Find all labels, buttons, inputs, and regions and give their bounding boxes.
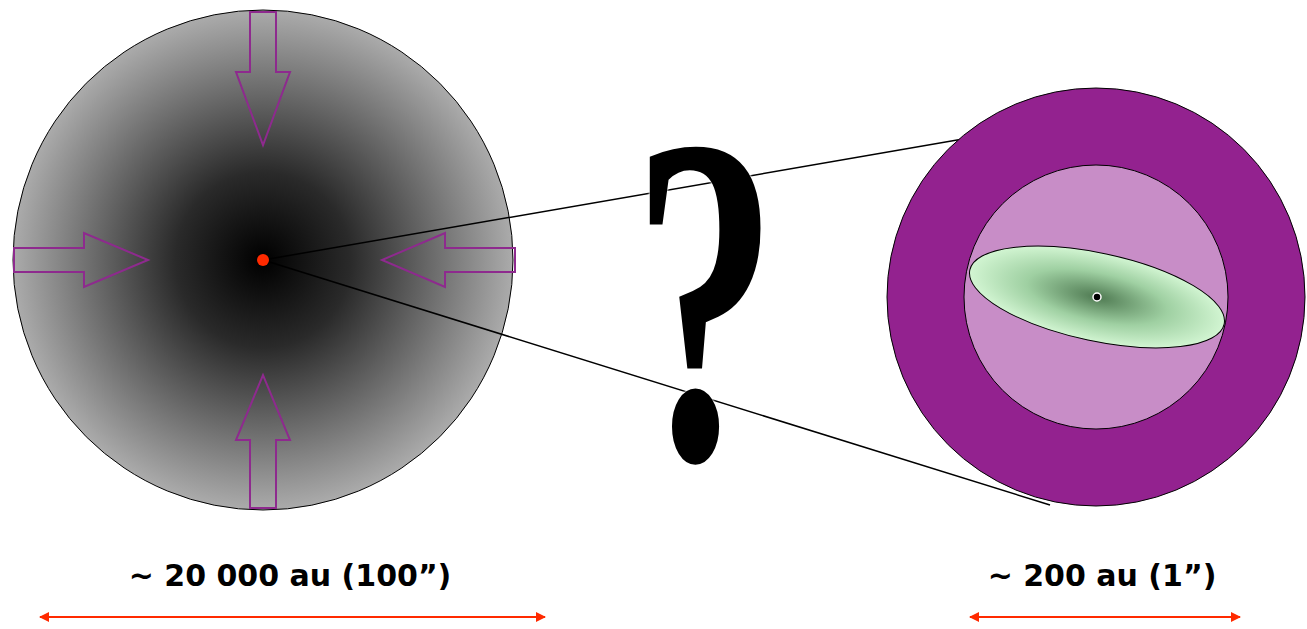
infall-arrows xyxy=(14,12,515,508)
collapsing-core xyxy=(13,10,513,510)
outer-envelope xyxy=(887,88,1305,506)
infall-arrow xyxy=(382,233,515,287)
protostar-dot xyxy=(257,254,269,266)
scale-label: ~ 200 au (1”) xyxy=(988,561,1217,591)
scale-label: ~ 20 000 au (100”) xyxy=(129,561,452,591)
scale-arrow xyxy=(40,616,545,618)
infall-arrow xyxy=(14,233,148,287)
scale-arrow xyxy=(970,616,1240,618)
question-mark: ? xyxy=(632,65,778,535)
infall-arrow xyxy=(236,12,290,145)
infall-arrow xyxy=(236,375,290,508)
central-star xyxy=(1093,293,1101,301)
disk xyxy=(961,227,1234,367)
